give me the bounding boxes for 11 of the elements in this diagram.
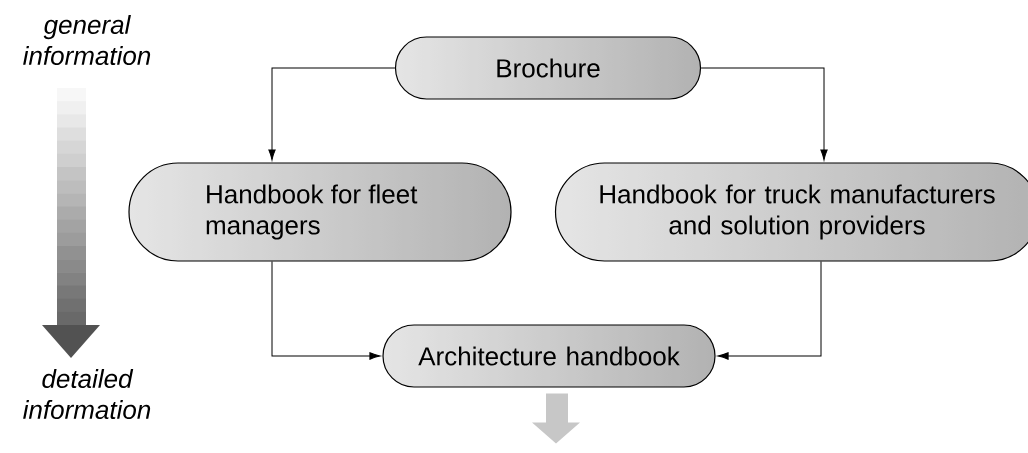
handbook-box: Handbook for truck manufacturers and solution providers — [554, 162, 1028, 262]
handbook-box: Brochure — [394, 36, 702, 100]
handbook-box: Handbook for fleet managers — [128, 162, 512, 262]
block-arrow — [532, 393, 580, 444]
arrow — [268, 67, 396, 161]
arrow — [271, 261, 381, 360]
arrow — [717, 261, 822, 360]
axis-label: general information — [23, 14, 151, 66]
handbook-box: Architecture handbook — [382, 324, 716, 388]
axis-label: detailed information — [23, 368, 151, 420]
arrow — [700, 67, 828, 161]
